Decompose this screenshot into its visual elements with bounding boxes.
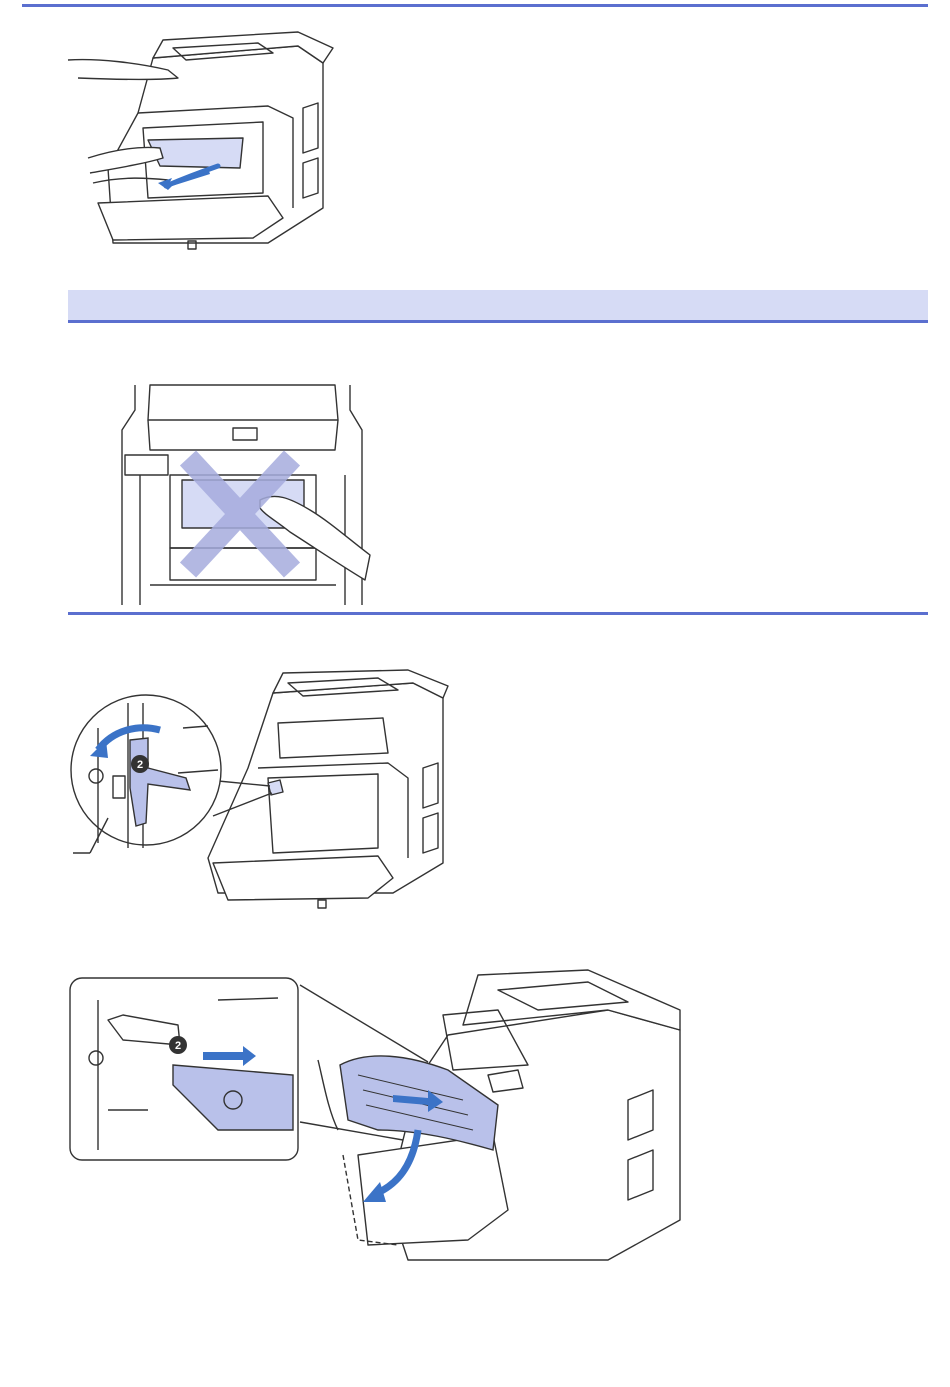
badge-number-2: 2: [175, 1040, 181, 1052]
section-rule-1: [68, 320, 928, 323]
front-door: [98, 196, 283, 240]
paper-sheet: [148, 138, 243, 168]
section-rule-2: [68, 612, 928, 615]
figure-remove-drum: 2: [68, 970, 688, 1270]
top-rule: [22, 4, 928, 7]
figure-remove-paper: [68, 18, 338, 268]
section-band: [68, 290, 928, 320]
badge-number: 2: [137, 759, 143, 771]
figure-do-not-touch-belt: [110, 380, 375, 605]
figure-turn-lock-lever: 2: [68, 668, 478, 928]
